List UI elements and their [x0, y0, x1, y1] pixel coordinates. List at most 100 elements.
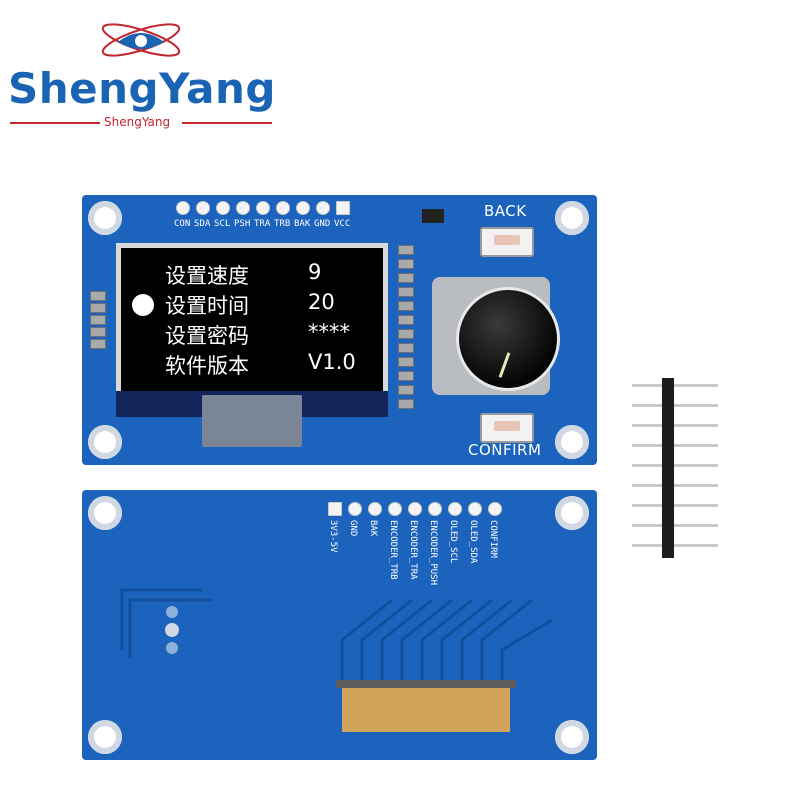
front-pcb: CON SDA SCL PSH TRA TRB BAK GND VCC 设置速度… [82, 195, 597, 465]
selection-indicator-icon [132, 294, 154, 316]
header-pin [632, 524, 718, 527]
smd-resistor [398, 273, 414, 283]
oled-screen: 设置速度 9 设置时间 20 设置密码 **** 软件版本 V1.0 [116, 243, 388, 396]
pin-label: CON [174, 219, 191, 229]
pin-pad [196, 201, 210, 215]
smd-resistor [90, 339, 106, 349]
right-resistor-array [398, 245, 416, 425]
mount-hole [88, 496, 122, 530]
pin-pad [328, 502, 342, 516]
pin-pad [216, 201, 230, 215]
pin-pad [296, 201, 310, 215]
rotary-encoder-knob[interactable] [456, 287, 560, 391]
smd-resistor [398, 301, 414, 311]
left-resistor-array [90, 291, 108, 371]
pin-label: VCC [334, 219, 351, 229]
mount-hole [88, 425, 122, 459]
menu-label: 设置速度 [165, 264, 249, 288]
header-pin [632, 504, 718, 507]
pin-pad [488, 502, 502, 516]
transistor [422, 209, 444, 223]
front-pin-labels: CON SDA SCL PSH TRA TRB BAK GND VCC [174, 219, 364, 231]
menu-row-password: 设置密码 **** [165, 320, 385, 350]
back-button[interactable] [480, 227, 534, 257]
button-cap [494, 421, 520, 431]
pin-label: PSH [234, 219, 251, 229]
menu-label: 设置时间 [165, 294, 249, 318]
confirm-button-label: CONFIRM [468, 441, 542, 459]
pin-pad [176, 201, 190, 215]
eye-orbit-icon [101, 23, 181, 57]
header-pin [632, 444, 718, 447]
confirm-button[interactable] [480, 413, 534, 443]
pin-label: SDA [194, 219, 211, 229]
button-cap [494, 235, 520, 245]
brand-subname: ShengYang [104, 115, 171, 129]
mount-hole [555, 720, 589, 754]
smd-resistor [398, 357, 414, 367]
smd-resistor [398, 371, 414, 381]
rear-traces [120, 588, 553, 680]
mount-hole [88, 720, 122, 754]
menu-value: 9 [308, 260, 322, 284]
smd-resistor [398, 315, 414, 325]
pin-label: OLED_SDA [468, 520, 478, 564]
front-pin-pads [176, 201, 356, 215]
menu-value: **** [308, 320, 350, 344]
pin-label: BAK [294, 219, 311, 229]
pin-pad [336, 201, 350, 215]
pin-label: GND [314, 219, 331, 229]
pin-pad [236, 201, 250, 215]
fpc-connector [336, 680, 516, 732]
menu-value: V1.0 [308, 350, 356, 374]
header-plastic-body [662, 378, 674, 558]
header-pin [632, 464, 718, 467]
mount-hole [555, 425, 589, 459]
menu-label: 软件版本 [165, 354, 249, 378]
pin-label: 3V3-5V [328, 520, 338, 553]
header-pin [632, 484, 718, 487]
pin-label: ENCODER_TRA [408, 520, 418, 580]
pin-label: TRB [274, 219, 291, 229]
smd-resistor [90, 303, 106, 313]
pin-pad [468, 502, 482, 516]
menu-row-version: 软件版本 V1.0 [165, 350, 385, 380]
fpc-top-bar [336, 680, 516, 688]
pin-label: SCL [214, 219, 231, 229]
pin-label: ENCODER_TRB [388, 520, 398, 580]
pin-label: TRA [254, 219, 271, 229]
rear-pin-labels: 3V3-5V GND BAK ENCODER_TRB ENCODER_TRA E… [328, 520, 518, 630]
header-pin [632, 404, 718, 407]
pin-pad [408, 502, 422, 516]
menu-label: 设置密码 [165, 324, 249, 348]
smd-resistor [398, 287, 414, 297]
header-pin [632, 384, 718, 387]
brand-logo [96, 8, 186, 70]
pin-pad [316, 201, 330, 215]
smd-resistor [90, 315, 106, 325]
pin-pad [368, 502, 382, 516]
mount-hole [555, 201, 589, 235]
menu-row-speed: 设置速度 9 [165, 260, 385, 290]
pin-label: GND [348, 520, 358, 537]
rear-pin-pads [328, 502, 508, 516]
pin-label: OLED_SCL [448, 520, 458, 564]
smd-resistor [398, 399, 414, 409]
knob-indicator-line [498, 352, 511, 378]
menu-value: 20 [308, 290, 335, 314]
smd-resistor [398, 259, 414, 269]
brand-divider-left [10, 122, 100, 124]
rear-pcb: 3V3-5V GND BAK ENCODER_TRB ENCODER_TRA E… [82, 490, 597, 760]
pin-label: BAK [368, 520, 378, 537]
pin-pad [276, 201, 290, 215]
pin-label: CONFIRM [488, 520, 498, 558]
header-pin [632, 424, 718, 427]
smd-resistor [398, 343, 414, 353]
menu-row-time: 设置时间 20 [132, 290, 385, 320]
brand-name: ShengYang [8, 64, 276, 113]
pin-pad [388, 502, 402, 516]
pin-header [632, 378, 718, 558]
mount-hole [555, 496, 589, 530]
pin-label: ENCODER_PUSH [428, 520, 438, 586]
oled-menu: 设置速度 9 设置时间 20 设置密码 **** 软件版本 V1.0 [132, 260, 385, 390]
